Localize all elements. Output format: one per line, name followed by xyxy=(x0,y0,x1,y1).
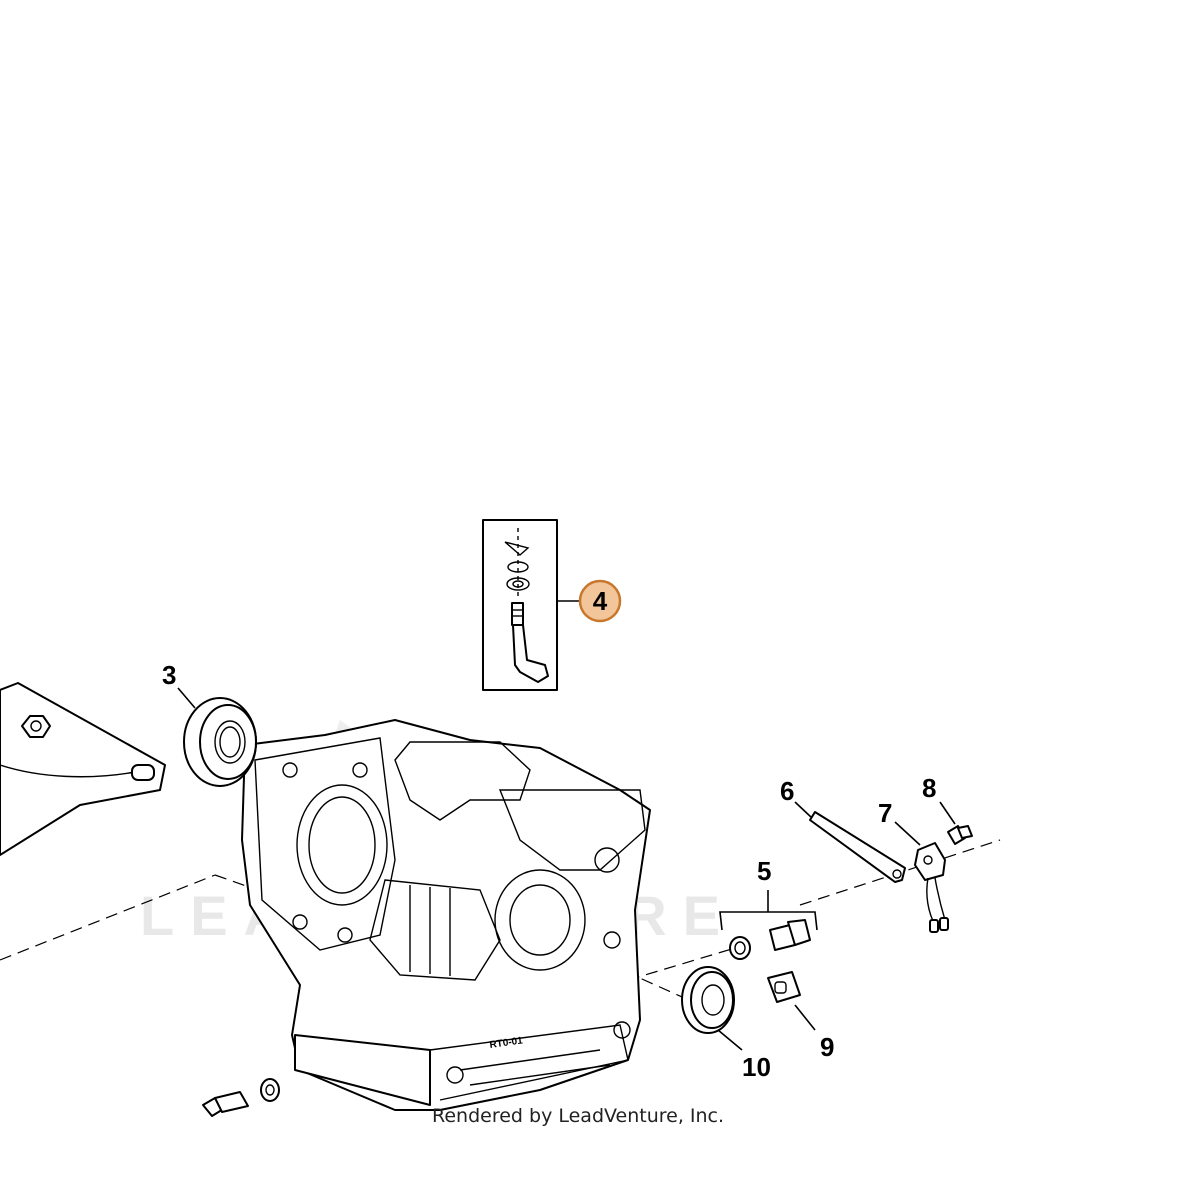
part-9-plug[interactable]: 9 xyxy=(767,971,834,1062)
part-4-kit[interactable]: 4 xyxy=(482,519,622,691)
callout-7[interactable]: 7 xyxy=(878,798,892,828)
render-credit: Rendered by LeadVenture, Inc. xyxy=(432,1105,724,1127)
part-8-bolt[interactable]: 8 xyxy=(922,773,973,845)
housing-fragment xyxy=(0,682,166,856)
callout-4[interactable]: 4 xyxy=(593,586,608,616)
callout-3[interactable]: 3 xyxy=(162,660,176,690)
part-3-seal[interactable]: 3 xyxy=(162,660,257,787)
part-10-seal[interactable]: 10 xyxy=(681,966,771,1082)
callout-4-highlight xyxy=(578,579,622,623)
engine-casting-mark: RT0-01 xyxy=(489,1035,524,1051)
engine-block: RT0-01 xyxy=(241,719,651,1111)
sensor-tip xyxy=(131,764,155,781)
callout-5[interactable]: 5 xyxy=(757,856,771,886)
callout-10[interactable]: 10 xyxy=(742,1052,771,1082)
callout-8[interactable]: 8 xyxy=(922,773,936,803)
part-6-bar[interactable]: 6 xyxy=(780,776,906,883)
callout-6[interactable]: 6 xyxy=(780,776,794,806)
hex-nut xyxy=(21,715,51,738)
callout-9[interactable]: 9 xyxy=(820,1032,834,1062)
part-7-sensor[interactable]: 7 xyxy=(878,798,949,933)
part-5-drain-plug[interactable]: 5 xyxy=(719,856,818,960)
drain-bolt-assembly xyxy=(202,1078,280,1117)
